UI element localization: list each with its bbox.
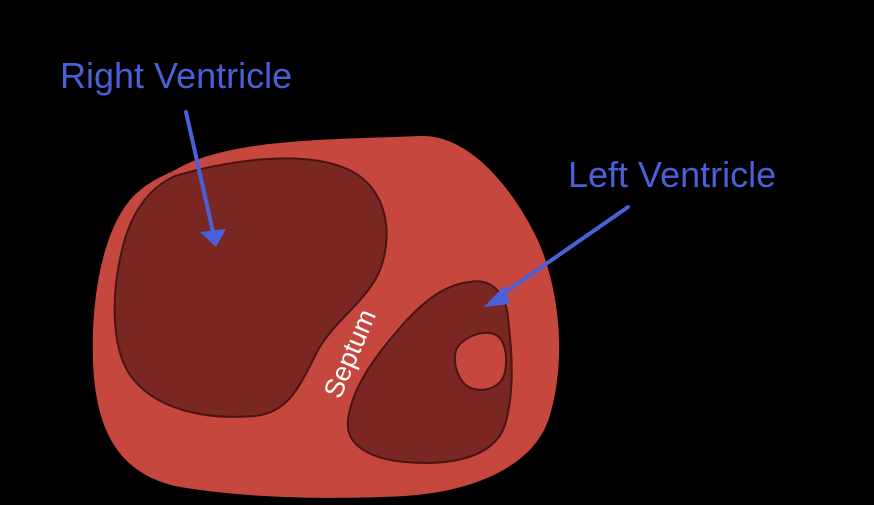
left-ventricle-label: Left Ventricle xyxy=(568,154,776,195)
right-ventricle-label: Right Ventricle xyxy=(60,55,292,96)
papillary-muscle xyxy=(455,333,506,390)
